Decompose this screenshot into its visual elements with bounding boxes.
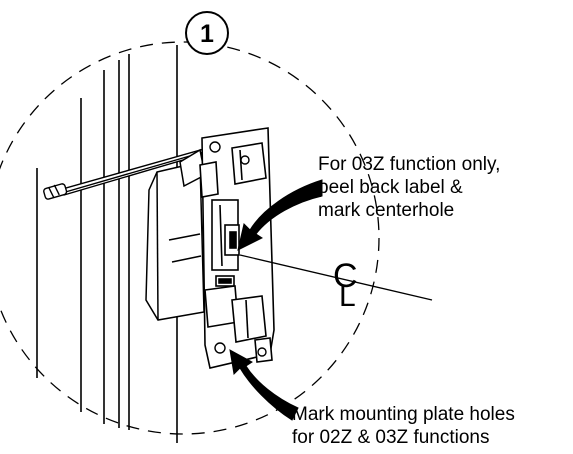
detail-view-circle [0,41,380,435]
step-badge: 1 [185,11,229,55]
centerline-symbol: C L [333,257,358,313]
centerhole-instruction-line: mark centerhole [318,200,455,221]
centerline [239,254,433,301]
centerhole-instruction-line: peel back label & [318,177,463,198]
mounting-holes-arrow [229,349,299,421]
mounting-holes-instruction: Mark mounting plate holes for 02Z & 03Z … [292,403,515,449]
centerhole-instruction: For 03Z function only, peel back label &… [318,153,500,222]
centerhole-arrow [237,179,323,251]
step-number: 1 [200,20,214,48]
mounting-plate [199,127,275,369]
awl-tool [43,146,219,200]
lower-mounting-hole [214,342,226,354]
centerhole-instruction-line: For 03Z function only, [318,154,501,175]
centerline-symbol-c: C [333,257,358,295]
lock-housing [145,148,206,321]
mounting-holes-instruction-line: Mark mounting plate holes [292,404,515,425]
mounting-holes [209,141,267,357]
centerline-symbol-l: L [339,280,356,313]
lower-mounting-hole-right [257,347,267,357]
upper-mounting-hole-right [240,155,250,165]
upper-mounting-hole [209,141,221,153]
mounting-holes-instruction-line: for 02Z & 03Z functions [292,427,490,448]
door-edge-lines [36,45,178,443]
